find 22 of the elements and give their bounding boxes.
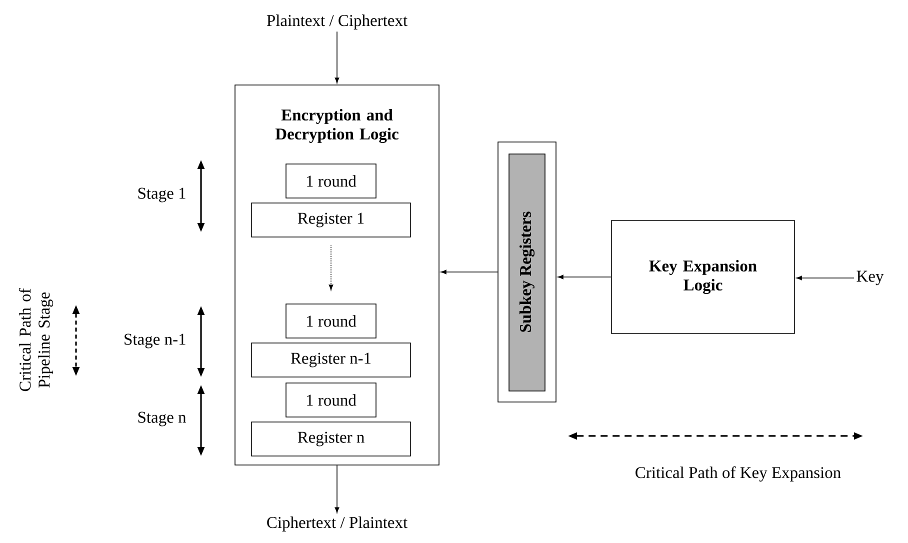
stage-label: Stage n [138,412,186,426]
io-label: Ciphertext / Plaintext [267,516,408,532]
arrow [558,274,612,280]
rotated-label: Critical Path of Pipeline Stage [18,288,54,392]
arrow [440,270,498,274]
register-box: 1 round [286,164,376,198]
io-label: Plaintext / Ciphertext [266,14,408,30]
io-label: Key [856,270,884,286]
register-box: Register n-1 [251,342,411,378]
arrow [796,276,854,280]
logic-box: Key Expansion Logic [611,220,795,334]
stage-label: Stage 1 [138,188,186,202]
register-bank: Subkey Registers [498,142,556,402]
register-box: 1 round [286,304,376,338]
arrow [334,464,340,513]
register-box: Register 1 [251,202,411,238]
caption-label: Critical Path of Key Expansion [636,466,841,482]
register-box: Register n [251,422,411,456]
register-box: 1 round [286,382,376,418]
arrow [328,244,334,290]
arrow [334,31,340,84]
stage-label: Stage n-1 [124,334,186,348]
